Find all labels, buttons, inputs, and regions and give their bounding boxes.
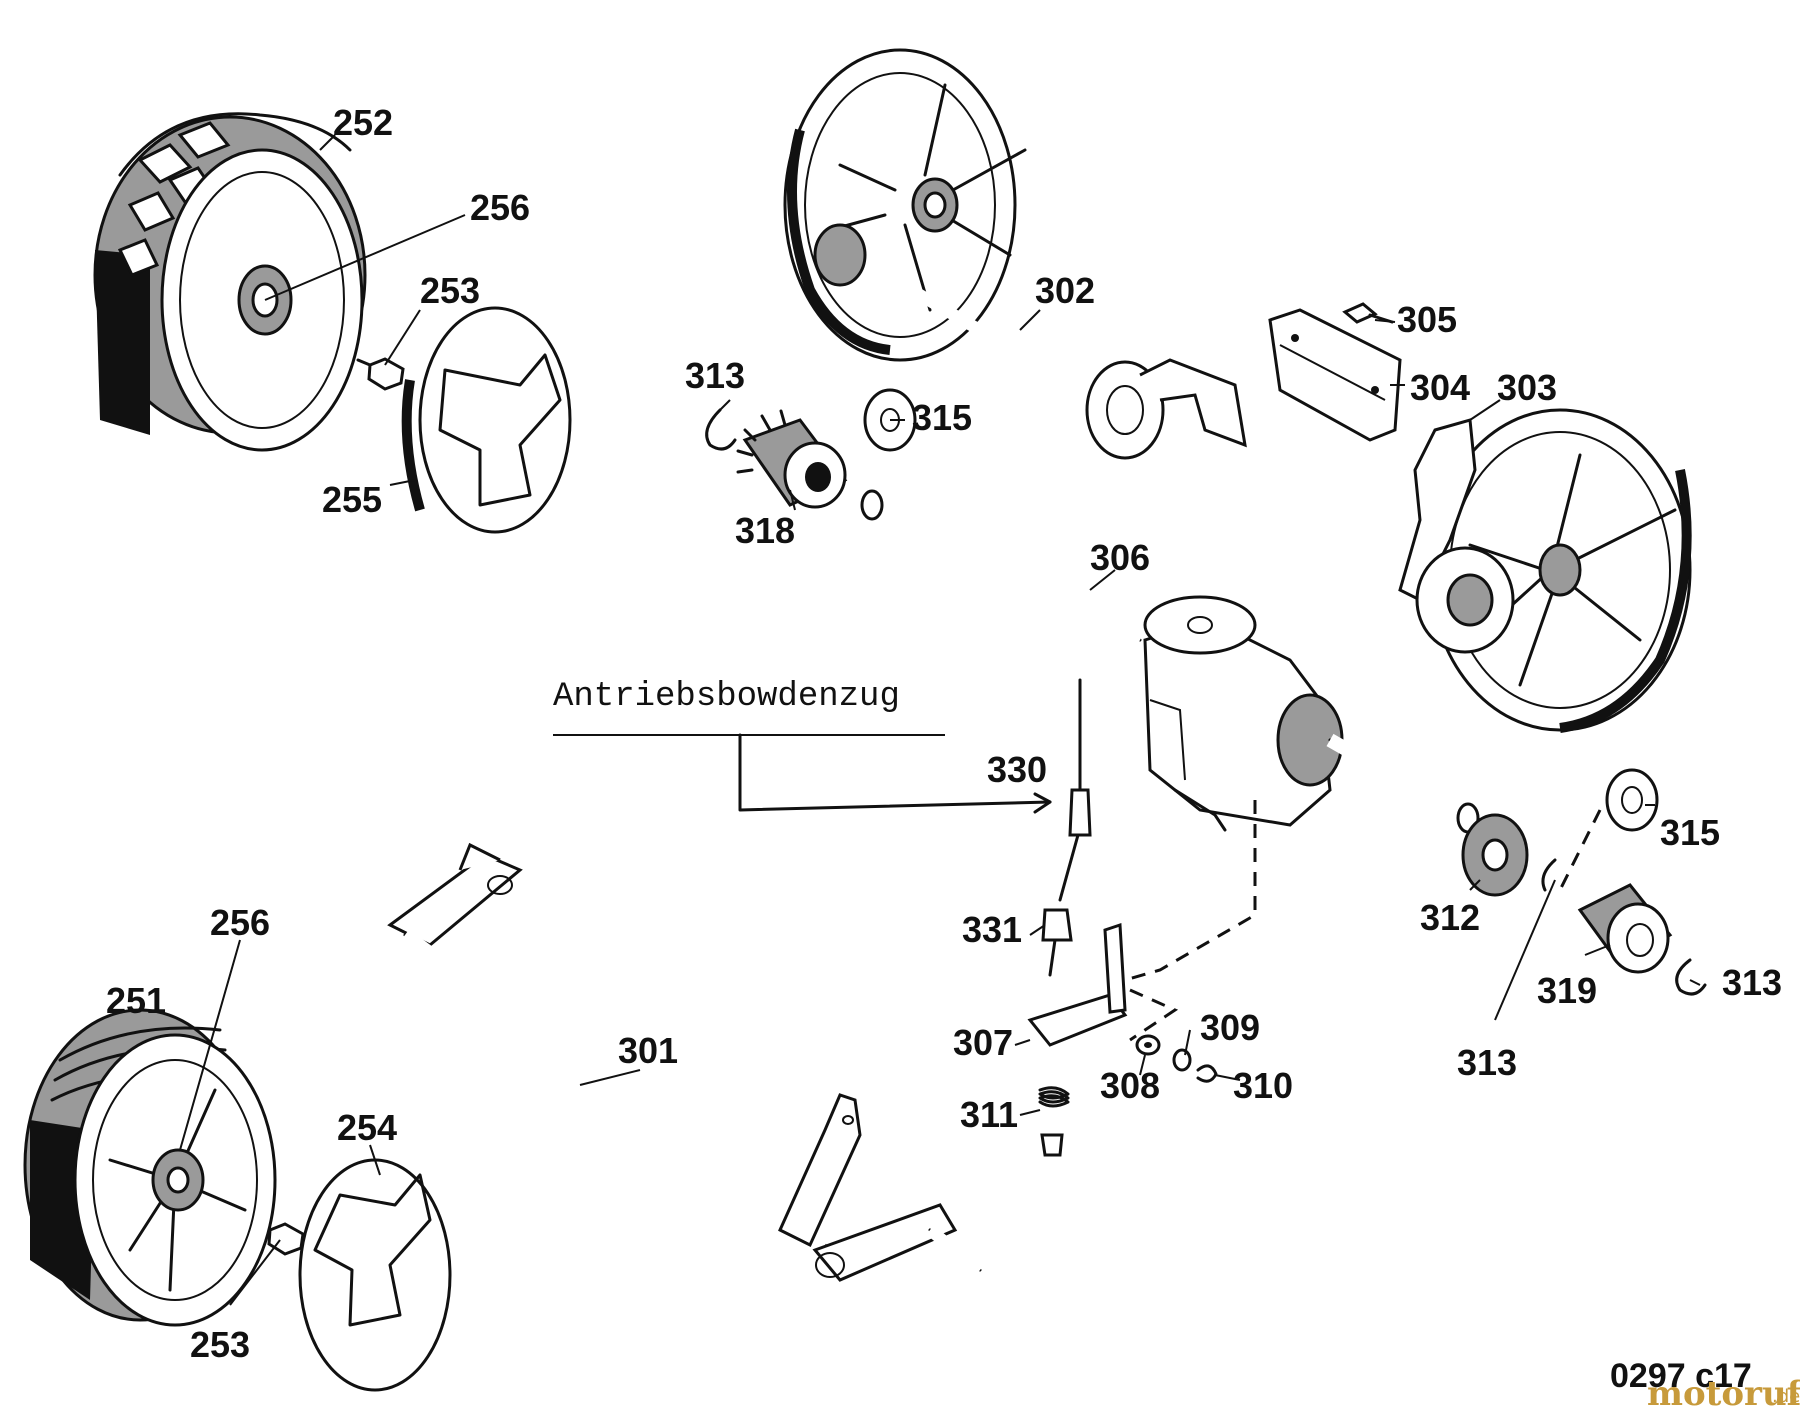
cable-callout: Antriebsbowdenzug (553, 678, 1052, 814)
cable-330 (1058, 678, 1092, 902)
label-252: 252 (333, 102, 393, 143)
bearing-312 (1461, 813, 1529, 897)
label-253-upper: 253 (420, 270, 480, 311)
label-255: 255 (322, 479, 382, 520)
watermark-logo: motoruf .de (1647, 1374, 1800, 1411)
label-319: 319 (1537, 970, 1597, 1011)
drawing-code: 0297 c17 (1610, 1357, 1752, 1395)
callout-label: Antriebsbowdenzug (553, 678, 900, 716)
label-312: 312 (1420, 897, 1480, 938)
label-310: 310 (1233, 1065, 1293, 1106)
clip-310 (1196, 1064, 1218, 1083)
lever-307 (1027, 922, 1128, 1047)
part-labels: 252 256 253 255 302 305 304 303 313 315 … (106, 102, 1782, 1365)
bolt-253-lower (267, 1222, 305, 1256)
hubcap-254 (298, 1158, 452, 1392)
axle-301 (387, 842, 984, 1282)
label-313-upper: 313 (685, 355, 745, 396)
assembly-line-gearbox (1124, 800, 1257, 982)
wheel-302 (783, 48, 1247, 460)
label-307: 307 (953, 1022, 1013, 1063)
label-254: 254 (337, 1107, 397, 1148)
label-309: 309 (1200, 1007, 1260, 1048)
wheel-251 (23, 1008, 277, 1327)
assembly-line-washer (1558, 809, 1602, 891)
label-305: 305 (1397, 299, 1457, 340)
label-311: 311 (960, 1094, 1018, 1135)
assembly-line-lever (1129, 988, 1179, 1042)
label-302: 302 (1035, 270, 1095, 311)
clip-313-far-right (1675, 958, 1707, 996)
label-330: 330 (987, 749, 1047, 790)
label-304: 304 (1410, 367, 1470, 408)
nut-308 (1135, 1034, 1161, 1056)
label-253-lower: 253 (190, 1324, 250, 1365)
washer-315-lower (1605, 768, 1659, 832)
axle-306 (860, 489, 1480, 834)
label-308: 308 (1100, 1065, 1160, 1106)
label-301: 301 (618, 1030, 678, 1071)
cable-end-331 (1041, 908, 1073, 977)
pinion-319 (1577, 883, 1673, 974)
bracket-304 (1268, 308, 1402, 442)
spring-311 (1038, 1086, 1070, 1157)
label-315-upper: 315 (912, 397, 972, 438)
label-313-right: 313 (1457, 1042, 1517, 1083)
label-331: 331 (962, 909, 1022, 950)
washer-309 (1172, 1048, 1192, 1072)
watermark-suffix: .de (1772, 1386, 1800, 1407)
wheel-252 (93, 112, 367, 452)
screw-305 (1342, 302, 1394, 324)
label-315-lower: 315 (1660, 812, 1720, 853)
label-251: 251 (106, 980, 166, 1021)
label-256-upper: 256 (470, 187, 530, 228)
hubcap-255 (401, 306, 572, 534)
clip-313-right (1541, 858, 1557, 892)
label-318: 318 (735, 510, 795, 551)
wheel-303 (1398, 408, 1692, 733)
clip-313-upper (705, 408, 737, 451)
label-306: 306 (1090, 537, 1150, 578)
watermark-brand: motoruf (1647, 1374, 1800, 1411)
label-313-far-right: 313 (1722, 962, 1782, 1003)
label-303: 303 (1497, 367, 1557, 408)
leader-lines (179, 134, 1701, 1306)
label-256-lower: 256 (210, 902, 270, 943)
pinion-318 (736, 409, 848, 509)
bolt-253-upper (356, 357, 405, 391)
